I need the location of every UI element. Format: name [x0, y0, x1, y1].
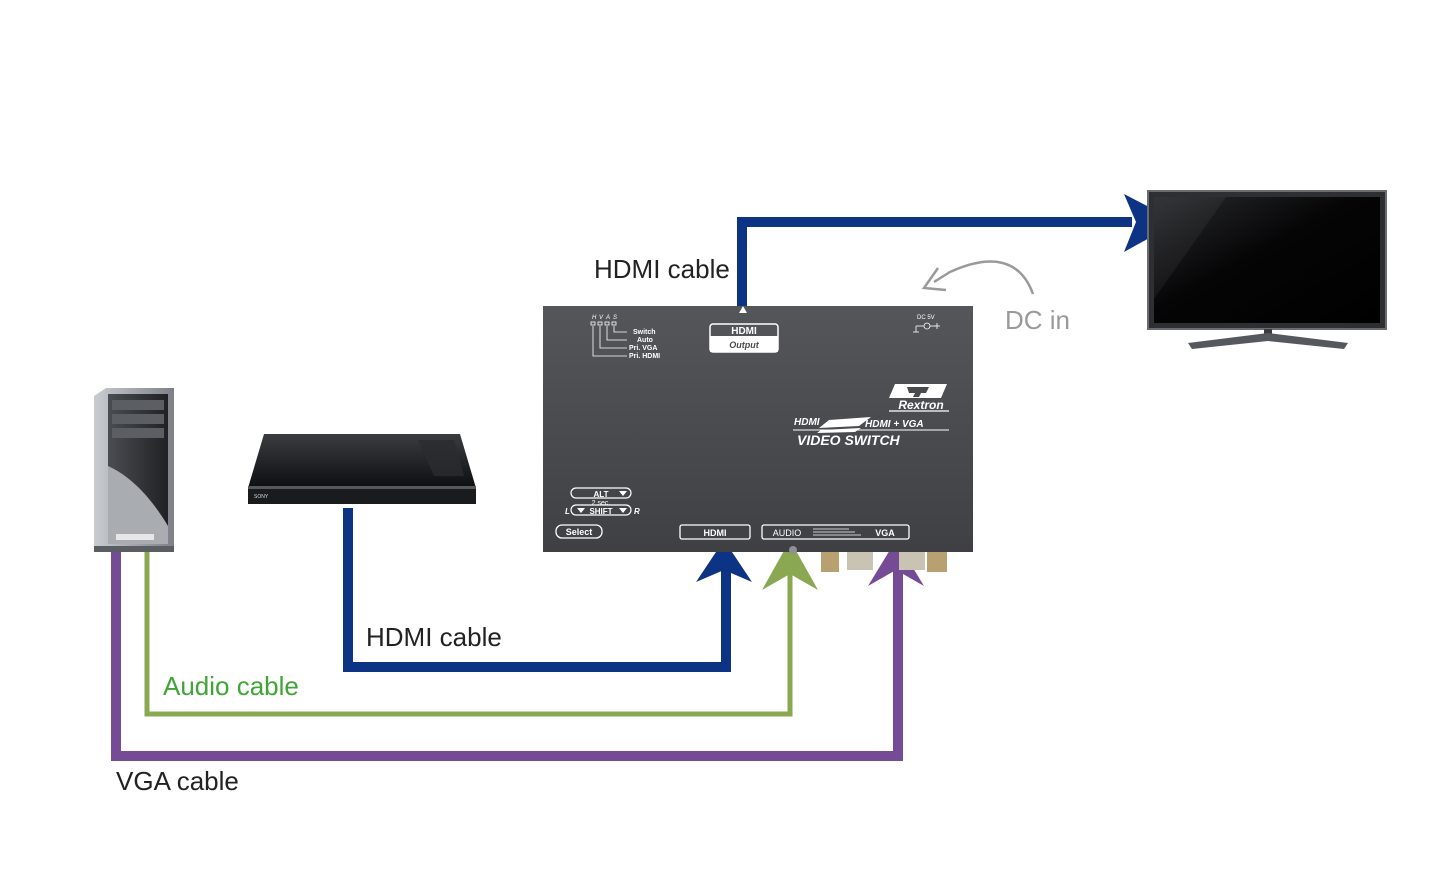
shift-left-arrow-icon [577, 508, 585, 513]
mode-letter-s: S [613, 315, 617, 321]
vga-screw-connector [927, 552, 947, 572]
vga-connector-left [847, 552, 873, 570]
audio-connector [821, 552, 839, 572]
hdmi-output-sub-label: Output [729, 340, 759, 350]
led-a [604, 321, 610, 326]
console-brand: SONY [254, 494, 269, 500]
vga-cable [111, 550, 903, 761]
dc-in-arrowhead [921, 267, 947, 292]
tv-monitor [1147, 190, 1387, 349]
product-name: VIDEO SWITCH [797, 432, 901, 448]
dc-polarity-icon [913, 322, 940, 333]
audio-input-label: AUDIO [773, 528, 802, 538]
vga-cable-label: VGA cable [116, 766, 239, 796]
game-console: SONY [248, 434, 476, 504]
led-v [597, 321, 603, 326]
hdmi-cable-output-label: HDMI cable [594, 254, 730, 284]
vga-input-label: VGA [875, 528, 895, 538]
audio-arrowhead [762, 540, 818, 590]
pc-tower [94, 388, 174, 552]
product-line-right: HDMI + VGA [865, 419, 924, 430]
mode-letter-v: V [599, 315, 604, 321]
product-line-left: HDMI [794, 417, 820, 428]
audio-jack [789, 546, 797, 554]
alt-down-arrow-icon [619, 491, 627, 496]
dc-5v-label: DC 5V [917, 315, 935, 321]
hdmi-input-arrowhead [696, 540, 752, 582]
audio-cable [144, 550, 793, 717]
shift-down-arrow-icon [619, 508, 627, 513]
hold-label: 2 sec. [592, 500, 611, 507]
led-h [590, 321, 596, 326]
vga-arrowhead [868, 540, 924, 586]
mode-letter-h: H [592, 315, 597, 321]
hdmi-output-label: HDMI [731, 326, 757, 337]
rextron-logo-icon [889, 384, 947, 398]
audio-cable-label: Audio cable [163, 671, 299, 701]
shift-label: SHIFT [589, 507, 612, 516]
audio-vga-label-box [761, 524, 910, 540]
alt-button-outline [570, 487, 632, 499]
left-marker: L [565, 507, 570, 516]
dc-in-arrow [933, 260, 1035, 295]
hdmi-cable-input [343, 508, 731, 672]
select-button[interactable] [555, 524, 603, 539]
hdmi-cable-input-label: HDMI cable [366, 622, 502, 652]
mode-auto-label: Auto [637, 337, 653, 344]
right-marker: R [634, 507, 640, 516]
mode-letter-a: A [605, 315, 610, 321]
hdmi-input-label-box [679, 524, 751, 540]
shift-button-outline [570, 504, 632, 516]
mode-pri-vga-label: Pri. VGA [629, 345, 657, 352]
hdmi-input-label: HDMI [704, 528, 727, 538]
mode-switch-label: Switch [633, 329, 656, 336]
vga-connector-right [899, 552, 925, 570]
video-switch: HDMI Output H V A S Switch Auto Pri. VGA… [543, 306, 973, 572]
dc-in-label: DC in [1005, 305, 1071, 335]
led-s [611, 321, 617, 326]
mode-pri-hdmi-label: Pri. HDMI [629, 353, 660, 360]
brand-name: Rextron [898, 398, 943, 412]
select-label: Select [566, 527, 593, 537]
alt-label: ALT [594, 490, 609, 499]
hdmi-cable-output [737, 217, 1132, 312]
